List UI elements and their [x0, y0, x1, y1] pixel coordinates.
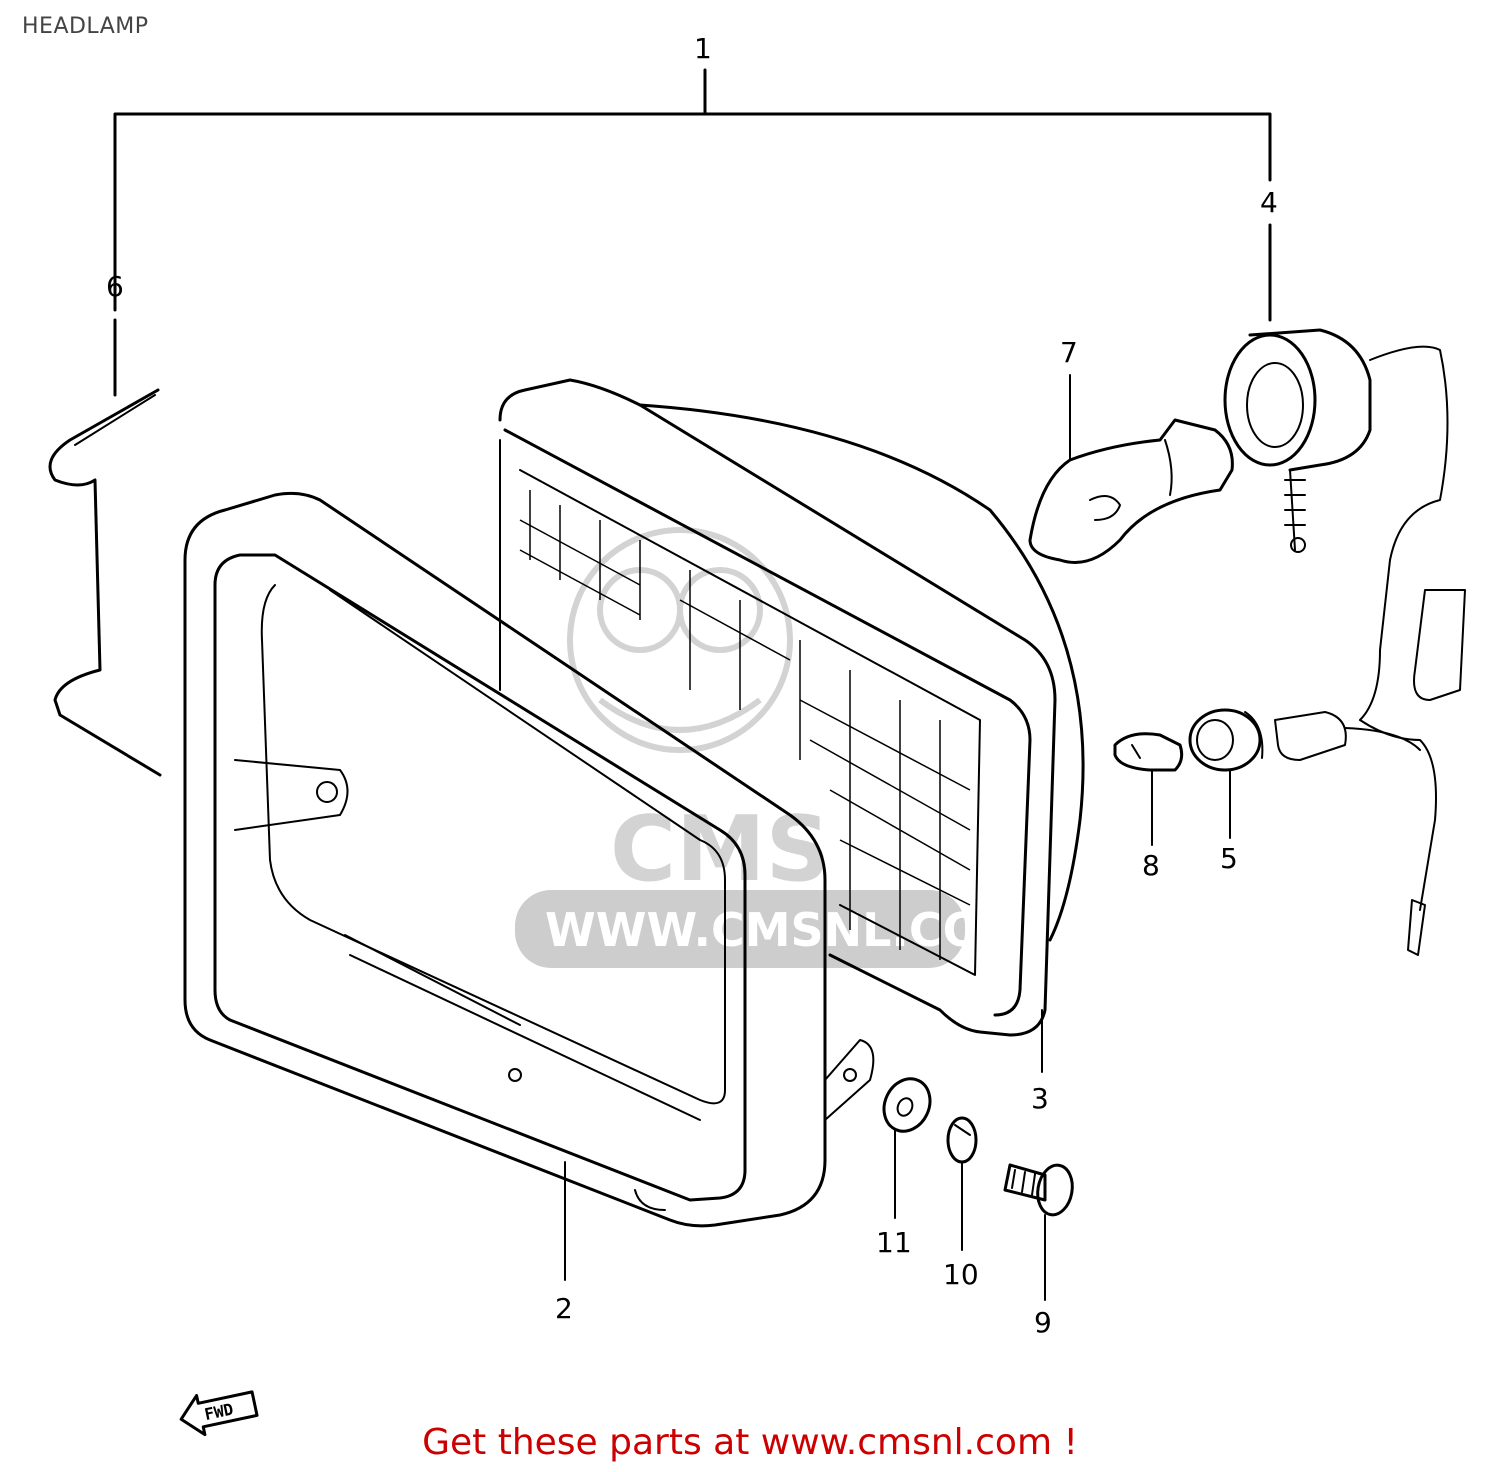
- callout-1-bracket: [113, 68, 1272, 397]
- part-3-headlamp-unit: [498, 378, 1085, 1037]
- part-7-bulb: [1028, 418, 1234, 564]
- lens-grid: [519, 490, 971, 960]
- callout-6: 6: [106, 270, 124, 303]
- callout-2: 2: [555, 1292, 573, 1325]
- watermark-logo: CMS: [567, 527, 830, 902]
- callout-8: 8: [1142, 849, 1160, 882]
- fwd-direction-arrow: FWD: [179, 1390, 259, 1437]
- part-11-washer: [882, 1077, 932, 1133]
- callout-1: 1: [694, 32, 712, 65]
- callout-11: 11: [876, 1226, 912, 1259]
- watermark-url-band: [515, 890, 965, 968]
- watermark-url: WWW.CMSNL.COM: [545, 903, 1028, 957]
- part-6-wire-spring: [48, 388, 162, 777]
- page-title: HEADLAMP: [22, 14, 149, 39]
- promo-link[interactable]: Get these parts at www.cmsnl.com !: [422, 1422, 1078, 1463]
- callout-7: 7: [1060, 336, 1078, 369]
- part-9-screw: [1003, 1163, 1074, 1217]
- callout-10: 10: [943, 1258, 979, 1291]
- callout-9: 9: [1034, 1306, 1052, 1339]
- watermark-logo-text: CMS: [610, 797, 830, 902]
- part-2-rim: [183, 491, 875, 1228]
- part-8-small-bulb: [1113, 732, 1184, 772]
- callout-4: 4: [1260, 186, 1278, 219]
- leader-lines: [564, 374, 1231, 1301]
- part-10-lock-washer: [946, 1116, 978, 1164]
- part-4-socket: [1223, 328, 1466, 956]
- part-5-grommet: [1188, 708, 1421, 772]
- callout-labels: 1 2 3 4 5 6 7 8 9 10 11: [106, 32, 1278, 1339]
- callout-3: 3: [1031, 1082, 1049, 1115]
- callout-5: 5: [1220, 842, 1238, 875]
